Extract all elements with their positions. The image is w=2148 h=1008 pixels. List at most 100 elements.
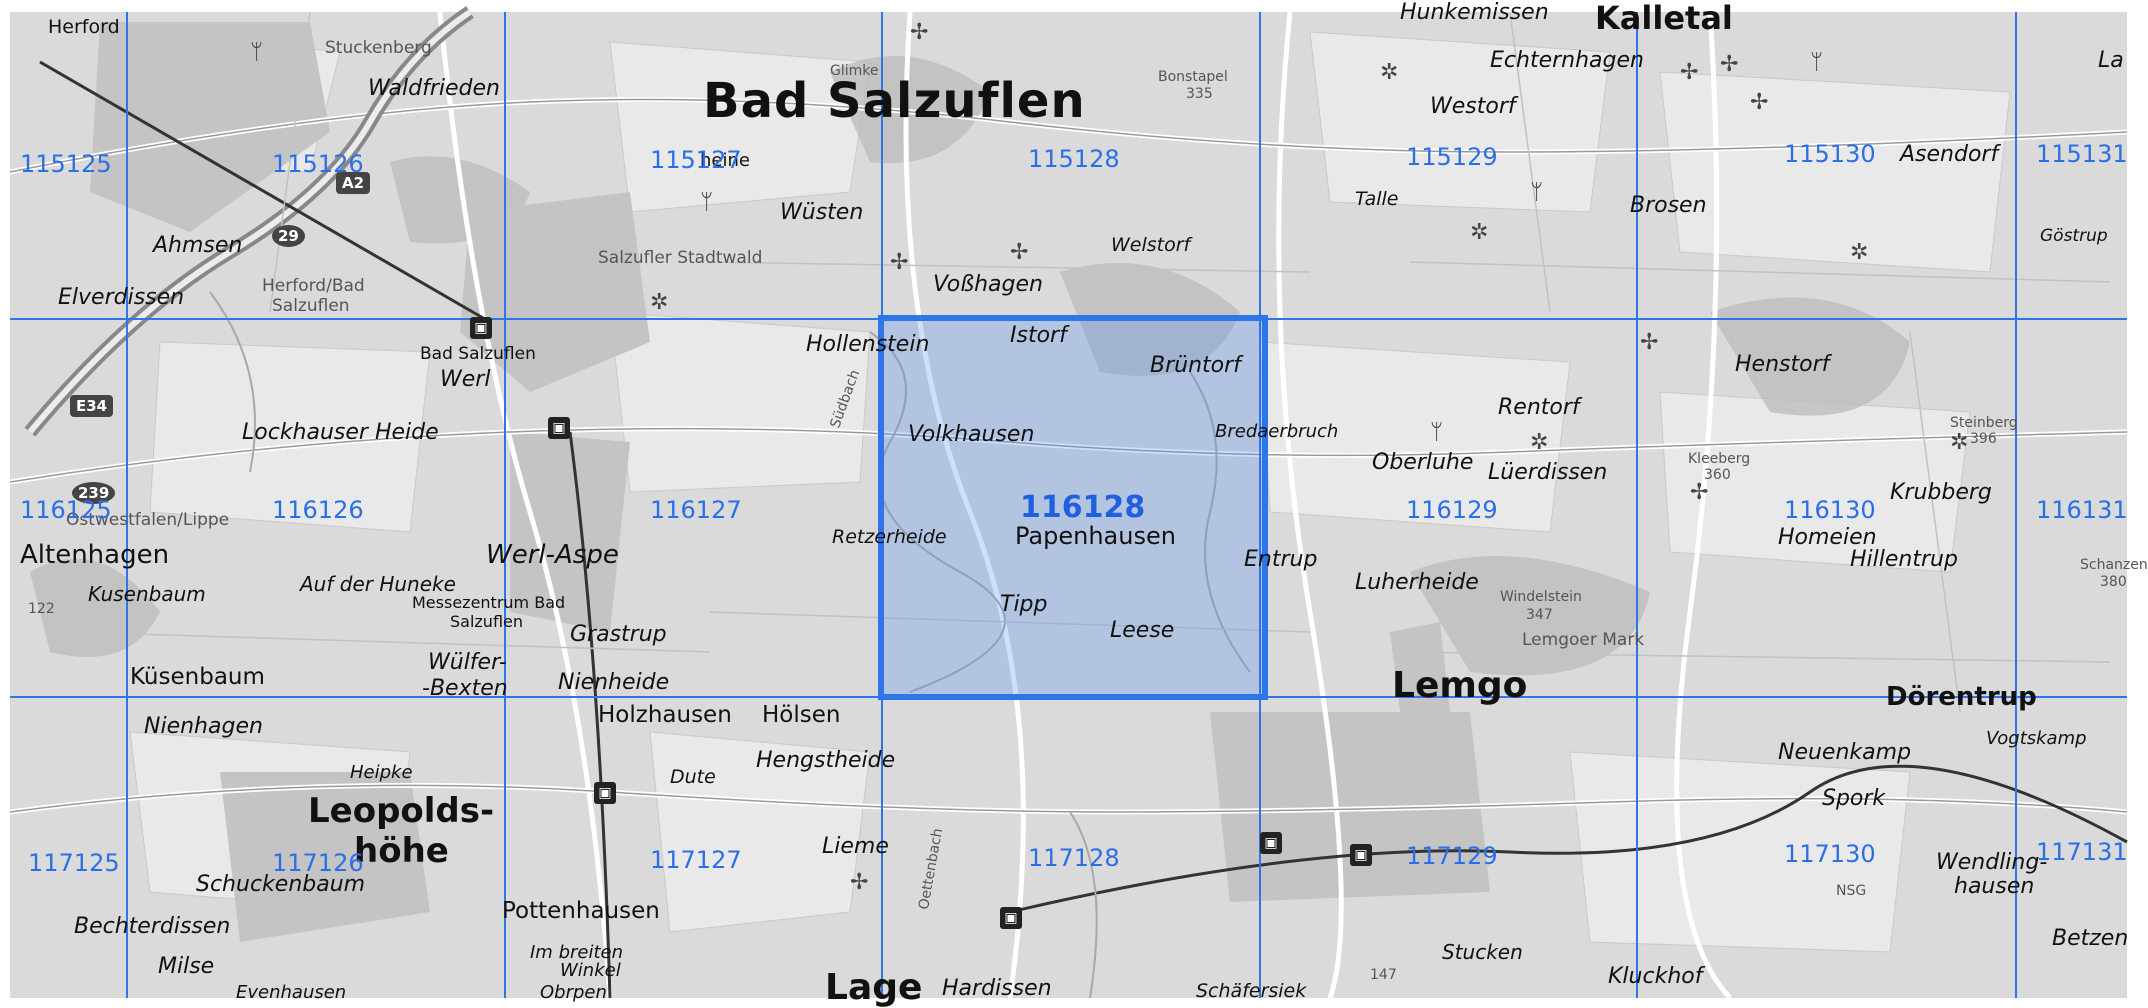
place-bonstapel-height: 335 [1186,86,1213,102]
tile-label-116127[interactable]: 116127 [650,496,742,524]
place-tipp: Tipp [1000,592,1048,617]
place-elverdissen: Elverdissen [58,285,185,310]
map-view[interactable]: ✢ ✢ ✢ ✢ ✢ ✢ ✢ ✢ ✢ ᛘ ᛘ ᛘ ᛘ ᛘ ✲ ✲ ✲ ✲ ✲ ✲ … [9,2,2148,1006]
place-schuckenbaum: Schuckenbaum [196,872,366,897]
place-glimke: Glimke [830,63,879,79]
antenna-icon: ᛘ [250,40,264,65]
tile-label-115125[interactable]: 115125 [20,150,112,178]
selected-tile-highlight[interactable] [878,315,1268,700]
place-istorf: Istorf [1010,323,1067,348]
grid-line-v4 [1259,12,1261,998]
tile-label-116131[interactable]: 116131 [2036,496,2128,524]
place-luherheide: Luherheide [1355,570,1479,595]
place-bad-salzuflen: Bad Salzuflen [703,73,1086,129]
place-wuesten: Wüsten [780,200,864,225]
tile-label-116126[interactable]: 116126 [272,496,364,524]
place-hoehe: höhe [354,831,449,871]
road-shield-e34: E34 [70,395,114,417]
tile-label-116129[interactable]: 116129 [1406,496,1498,524]
place-grastrup: Grastrup [570,622,667,647]
tile-label-117130[interactable]: 117130 [1784,840,1876,868]
place-betzen: Betzen [2052,926,2129,951]
place-bexten: -Bexten [422,676,508,701]
tile-label-116128[interactable]: 116128 [1020,490,1146,525]
antenna-icon: ᛘ [700,190,714,215]
wind-turbine-icon: ✢ [1680,60,1699,85]
place-homeien: Homeien [1778,525,1877,550]
star-marker-icon: ✲ [1530,430,1549,455]
place-obrpen: Obrpen [540,982,607,1003]
tile-label-117127[interactable]: 117127 [650,846,742,874]
wind-turbine-icon: ✢ [890,250,909,275]
place-hillentrup: Hillentrup [1850,547,1958,572]
place-vogtskamp: Vogtskamp [1986,728,2087,749]
antenna-icon: ᛘ [1530,180,1544,205]
place-krubberg: Krubberg [1890,480,1992,505]
place-auf-der-huneke: Auf der Huneke [300,572,456,596]
place-kleeberg: Kleeberg [1688,451,1751,467]
place-kusenbaum: Kusenbaum [88,582,206,606]
tile-label-117129[interactable]: 117129 [1406,842,1498,870]
place-stucken: Stucken [1442,940,1523,964]
place-evenhausen: Evenhausen [236,982,347,1003]
place-ahmsen: Ahmsen [153,233,243,258]
place-bruentorf: Brüntorf [1150,353,1241,378]
tile-label-115131[interactable]: 115131 [2036,140,2128,168]
tile-label-115126[interactable]: 115126 [272,150,364,178]
place-im-breiten: Im breiten [530,942,624,963]
place-herford: Herford [48,16,120,38]
tile-label-115128[interactable]: 115128 [1028,145,1120,173]
tile-label-116130[interactable]: 116130 [1784,496,1876,524]
wind-turbine-icon: ✢ [850,870,869,895]
place-heipke: Heipke [350,762,413,783]
place-bad-salzuflen-station: Bad Salzuflen [420,344,536,364]
place-nienhagen: Nienhagen [144,714,263,739]
place-brosen: Brosen [1630,193,1707,218]
tile-label-117128[interactable]: 117128 [1028,844,1120,872]
grid-line-v5 [1636,12,1638,998]
place-oberluhe: Oberluhe [1372,450,1474,475]
antenna-icon: ᛘ [1810,50,1824,75]
place-hunkemissen: Hunkemissen [1400,0,1549,25]
place-windelstein: Windelstein [1500,589,1582,605]
place-salzuflen-small: Salzuflen [272,296,350,316]
place-papenhausen: Papenhausen [1015,522,1176,550]
grid-line-v3 [881,12,883,998]
place-kalletal: Kalletal [1595,0,1733,37]
tile-label-117125[interactable]: 117125 [28,849,120,877]
place-welstorf: Welstorf [1111,234,1191,256]
place-rentorf: Rentorf [1498,395,1580,420]
tile-label-115127[interactable]: 115127 [650,146,742,174]
place-winkel: Winkel [560,960,621,981]
star-marker-icon: ✲ [650,290,669,315]
place-la: La [2098,48,2124,73]
place-kluckhof: Kluckhof [1608,964,1703,989]
place-lemgoer-mark: Lemgoer Mark [1522,630,1645,650]
place-salzufler-stadtwald: Salzufler Stadtwald [598,248,763,268]
place-lemgo: Lemgo [1392,665,1528,706]
place-gostrup: Göstrup [2040,226,2108,246]
road-shield-b29: 29 [272,225,305,247]
star-marker-icon: ✲ [1950,430,1969,455]
place-wuelfer: Wülfer- [428,650,507,675]
place-kleeberg-height: 360 [1704,467,1731,483]
train-station-icon: ▣ [470,317,492,339]
wind-turbine-icon: ✢ [1640,330,1659,355]
place-heine: heine [700,150,750,171]
tile-label-116125[interactable]: 116125 [20,496,112,524]
tile-label-117131[interactable]: 117131 [2036,838,2128,866]
place-schaefersiek: Schäfersiek [1196,980,1307,1002]
tile-label-115130[interactable]: 115130 [1784,140,1876,168]
tile-label-117126[interactable]: 117126 [272,849,364,877]
wind-turbine-icon: ✢ [1720,52,1739,77]
grid-line-v1 [126,12,128,998]
wind-turbine-icon: ✢ [1010,240,1029,265]
train-station-icon: ▣ [594,782,616,804]
place-bechterdissen: Bechterdissen [74,914,231,939]
place-vosshagen: Voßhagen [933,272,1043,297]
place-height-122: 122 [28,601,55,617]
place-milse: Milse [158,954,215,979]
place-bredaerbruch: Bredaerbruch [1215,421,1339,442]
road-shield-a2: A2 [336,172,371,194]
tile-label-115129[interactable]: 115129 [1406,143,1498,171]
